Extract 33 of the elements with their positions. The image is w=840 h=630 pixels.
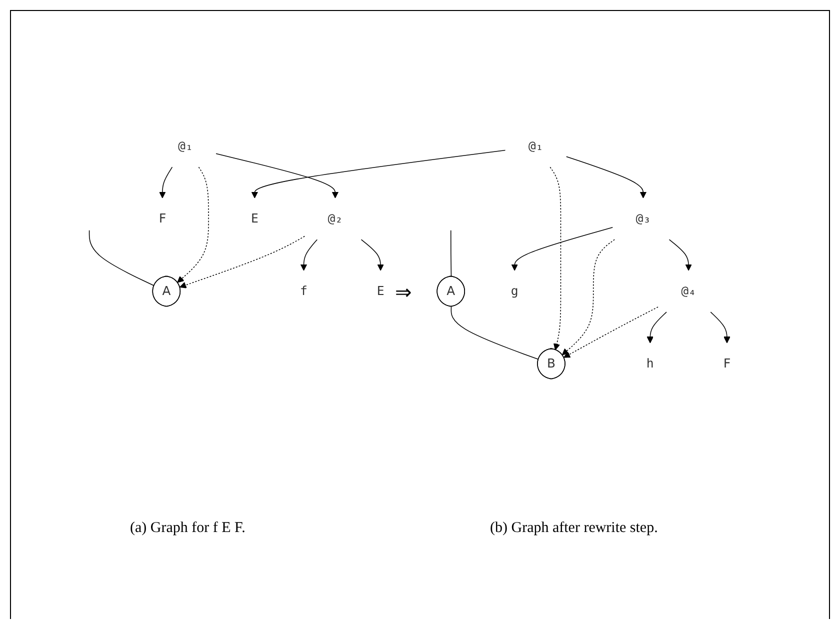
implies-symbol: ⇒ (395, 281, 412, 305)
node-text: @₃ (636, 211, 651, 226)
connector (450, 306, 539, 360)
caption: (b) Graph after rewrite step. (490, 520, 658, 537)
caption: (a) Graph for f E F. (130, 520, 246, 537)
connector (450, 230, 452, 277)
connector (88, 230, 155, 286)
arrow (564, 306, 658, 358)
arrow (180, 236, 306, 288)
arrow (646, 312, 667, 344)
arrow (177, 166, 209, 283)
arrow (668, 239, 692, 271)
arrow (550, 166, 562, 350)
node-text: @₄ (681, 284, 696, 298)
node-text: @₁ (528, 138, 544, 154)
arrow (216, 153, 339, 198)
node-text: @₁ (178, 138, 193, 154)
arrow (562, 239, 615, 356)
arrow (710, 312, 730, 344)
arrow (360, 239, 384, 271)
node-text: E (376, 284, 384, 298)
node-text: g (510, 284, 518, 298)
arrow (251, 150, 506, 198)
arrow (511, 226, 614, 271)
node-text: f (300, 284, 308, 298)
node-text: h (646, 356, 654, 371)
node-text: F (723, 356, 731, 371)
arrow (300, 239, 318, 271)
node-text: @₂ (328, 211, 343, 226)
arrow (566, 156, 647, 198)
node-text: F (158, 211, 166, 226)
arrow (159, 166, 173, 198)
node-text: E (250, 211, 258, 226)
